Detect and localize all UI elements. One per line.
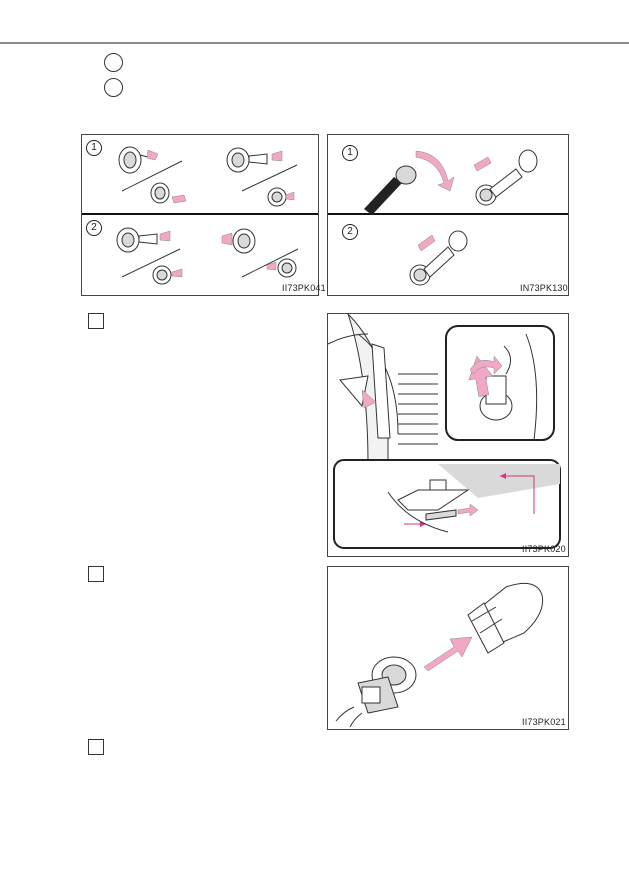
figure-code: II73PK041 <box>282 283 326 293</box>
step-box-2 <box>88 566 104 582</box>
clip-remove-icon <box>473 149 538 206</box>
step-marker-2: 2 <box>342 224 358 240</box>
bulb-diagram <box>335 582 544 728</box>
figure-code: IN73PK130 <box>520 283 568 293</box>
release-arrow-icon <box>387 464 560 533</box>
step-marker-1: 1 <box>86 140 102 156</box>
figure-code: II73PK021 <box>522 717 566 727</box>
clip-remove-icon <box>118 146 187 204</box>
socket-diagram <box>327 313 561 549</box>
clip-install-icon <box>226 147 298 207</box>
clip-remove-icon <box>116 227 183 285</box>
bulb-icon <box>467 582 544 654</box>
clip-diagram-1 <box>82 146 318 285</box>
clip-diagram-2 <box>328 149 568 286</box>
step-box-3 <box>88 739 104 755</box>
figure-socket-removal: II73PK020 <box>327 313 569 557</box>
figure-code: II73PK020 <box>522 544 566 554</box>
header-rule <box>0 42 629 44</box>
list-marker-circle-2 <box>104 78 123 97</box>
screwdriver-icon <box>364 150 455 215</box>
headlight-housing-icon <box>327 313 438 465</box>
list-marker-circle-1 <box>104 53 123 72</box>
step-marker-1: 1 <box>342 145 358 161</box>
figure-clip-types-1: 1 2 II73PK041 <box>81 134 326 296</box>
bulb-socket-icon <box>468 333 538 441</box>
step-box-1 <box>88 313 104 329</box>
clip-install-icon <box>221 228 299 278</box>
figure-clip-types-2: 1 2 IN73PK130 <box>327 134 569 296</box>
bulb-socket-icon <box>335 656 417 728</box>
figure-bulb-replacement: II73PK021 <box>327 566 569 730</box>
step-marker-2: 2 <box>86 220 102 236</box>
insert-arrow-icon <box>423 636 473 672</box>
clip-install-icon <box>409 230 468 286</box>
